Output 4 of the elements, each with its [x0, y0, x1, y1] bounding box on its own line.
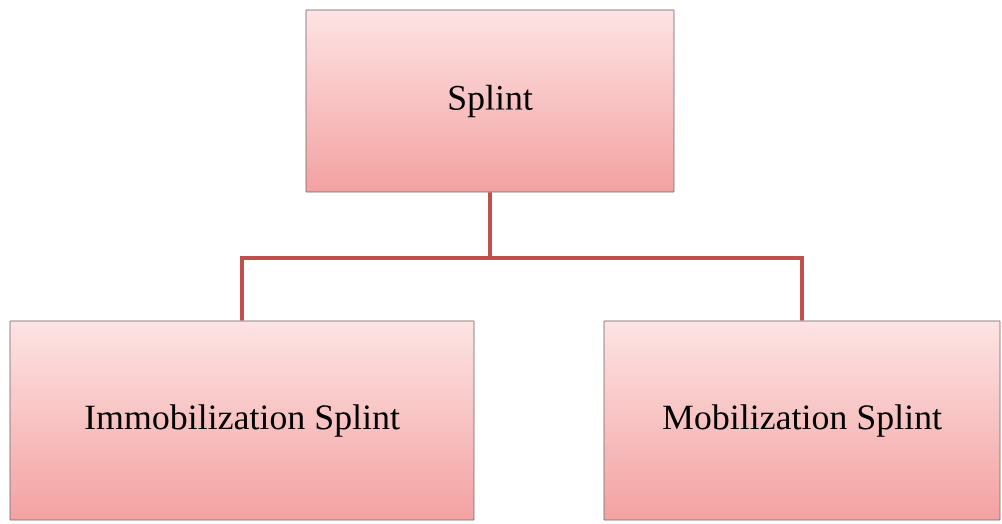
process-box: Mobilization Splint — [603, 320, 1001, 521]
process-box: Splint — [305, 9, 675, 193]
connector-line — [488, 192, 804, 321]
process-box: Immobilization Splint — [9, 320, 475, 521]
